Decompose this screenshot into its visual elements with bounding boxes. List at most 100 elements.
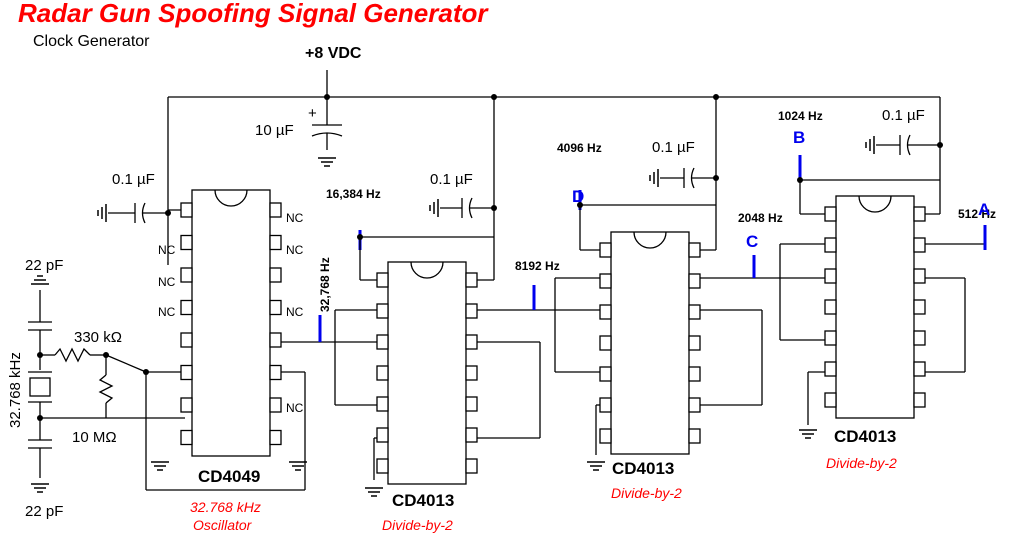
- chip2-pin-l1: [376, 272, 389, 288]
- chip3-part: CD4013: [612, 459, 674, 478]
- nc-label: NC: [158, 275, 176, 289]
- diagram-title: Radar Gun Spoofing Signal Generator: [18, 0, 488, 28]
- ic-pins: [180, 202, 926, 474]
- chip1-pin-l2: [180, 234, 193, 251]
- chip1-pin-r1: [269, 202, 282, 218]
- chip3-pin-r1: [688, 242, 701, 258]
- chip2-pin-l7: [376, 458, 389, 474]
- chip1-pin-l6: [180, 364, 193, 381]
- chip3-bypass-label: 0.1 µF: [652, 139, 695, 156]
- chip3-pin-l7: [599, 428, 612, 444]
- chip1-pin-l8: [180, 429, 193, 446]
- chip2-pin-r4: [465, 365, 478, 381]
- chip4-pin-l1: [824, 206, 837, 222]
- chip1-pin-l7: [180, 397, 193, 413]
- chip1-pin-l3: [180, 267, 193, 283]
- chip2-pin-r2: [465, 303, 478, 319]
- chip1-pin-r8: [269, 429, 282, 446]
- tap-c: C: [746, 232, 758, 251]
- chip4-pin-r7: [913, 392, 926, 408]
- chip1-pin-r2: [269, 234, 282, 251]
- chip4-bypass-label: 0.1 µF: [882, 107, 925, 124]
- chip2-pin-r3: [465, 334, 478, 350]
- chip4-pin-l3: [824, 268, 837, 284]
- nc-label: NC: [286, 305, 304, 319]
- chip3-pin-l2: [599, 273, 612, 289]
- chip4-pin-l2: [824, 237, 837, 253]
- chip2-part: CD4013: [392, 491, 454, 510]
- chip4-pin-l6: [824, 361, 837, 377]
- nc-label: NC: [286, 243, 304, 257]
- junctions: [37, 94, 943, 421]
- chip4-pin-r1: [913, 206, 926, 222]
- chip3-pin-r5: [688, 366, 701, 382]
- chip1-part: CD4049: [198, 467, 260, 486]
- chip3-pin-l6: [599, 397, 612, 413]
- diagram-subtitle: Clock Generator: [33, 33, 150, 50]
- chip3-freq-a: 4096 Hz: [557, 141, 602, 155]
- chip4-freq-b: 512 Hz: [958, 207, 996, 221]
- chip1-pin-l5: [180, 332, 193, 348]
- chip1-pin-r3: [269, 267, 282, 283]
- power-label: +8 VDC: [305, 45, 362, 62]
- nc-label: NC: [286, 401, 304, 415]
- wiring: [28, 70, 987, 491]
- nc-labels: NC NC NC NC NC NC NC: [158, 211, 304, 415]
- crystal-label: 32.768 kHz: [7, 352, 24, 428]
- chip4-freq-a: 1024 Hz: [778, 109, 823, 123]
- tap-a: A: [978, 200, 990, 219]
- chip2-pin-r5: [465, 396, 478, 412]
- chip4-pin-r5: [913, 330, 926, 346]
- chip1-pin-r5: [269, 332, 282, 348]
- chip2-freq-a: 16,384 Hz: [326, 187, 381, 201]
- chip2-pin-l6: [376, 427, 389, 443]
- chip2-pin-r1: [465, 272, 478, 288]
- chip2-pin-l4: [376, 365, 389, 381]
- chip1-function-2: Oscillator: [193, 517, 253, 533]
- chip2-bypass-label: 0.1 µF: [430, 171, 473, 188]
- chip3-pin-l4: [599, 335, 612, 351]
- chip3-pin-l1: [599, 242, 612, 258]
- nc-label: NC: [158, 243, 176, 257]
- chip4-pin-l7: [824, 392, 837, 408]
- bulk-cap-label: 10 µF: [255, 122, 294, 139]
- chip3-pin-r6: [688, 397, 701, 413]
- chip4-pin-l4: [824, 299, 837, 315]
- chip1-pin-l1: [180, 202, 193, 218]
- tap-d: D: [572, 187, 584, 206]
- chip4-pin-r3: [913, 268, 926, 284]
- chip1-pin-r6: [269, 364, 282, 381]
- tap-b: B: [793, 128, 805, 147]
- polarity-plus: +: [308, 105, 317, 122]
- cap-top-label: 22 pF: [25, 257, 63, 274]
- chip4-pin-r6: [913, 361, 926, 377]
- r-series-label: 330 kΩ: [74, 329, 122, 346]
- chip3-pin-r3: [688, 304, 701, 320]
- chip2-function: Divide-by-2: [382, 517, 453, 533]
- chip4-pin-r2: [913, 237, 926, 253]
- chip2-pin-r6: [465, 427, 478, 443]
- cap-bottom-label: 22 pF: [25, 503, 63, 520]
- chip3-pin-r4: [688, 335, 701, 351]
- nc-label: NC: [286, 211, 304, 225]
- chip3-function: Divide-by-2: [611, 485, 682, 501]
- chip4-part: CD4013: [834, 427, 896, 446]
- chip3-freq-b: 2048 Hz: [738, 211, 783, 225]
- chip1-function-1: 32.768 kHz: [190, 499, 261, 515]
- chip4-pin-r4: [913, 299, 926, 315]
- chip4-function: Divide-by-2: [826, 455, 897, 471]
- chip2-pin-r7: [465, 458, 478, 474]
- chip1-pin-l4: [180, 299, 193, 316]
- chip3-pin-r2: [688, 273, 701, 289]
- osc-output-freq: 32,768 Hz: [318, 257, 332, 312]
- chip2-pin-l3: [376, 334, 389, 350]
- chip3-pin-l5: [599, 366, 612, 382]
- chip2-pin-l5: [376, 396, 389, 412]
- chip1-bypass-label: 0.1 µF: [112, 171, 155, 188]
- chip1-pin-r7: [269, 397, 282, 413]
- nc-label: NC: [158, 305, 176, 319]
- chip3-pin-l3: [599, 304, 612, 320]
- chip1-pin-r4: [269, 299, 282, 316]
- r-feedback-label: 10 MΩ: [72, 429, 117, 446]
